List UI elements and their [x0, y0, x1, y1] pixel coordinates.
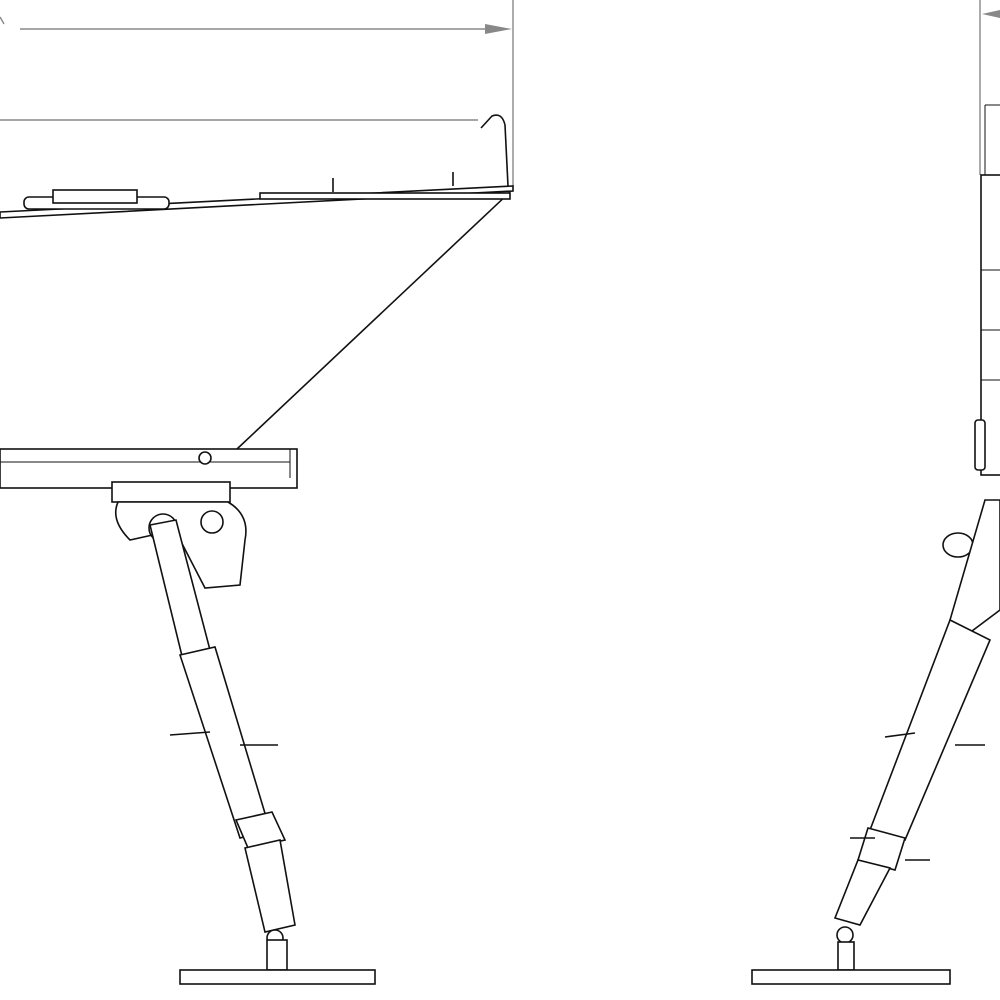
- dimension-arrow-right: [982, 10, 1000, 18]
- front-joint: [836, 926, 854, 944]
- front-leg-tube: [868, 618, 992, 841]
- leg-tube: [178, 646, 272, 839]
- side-view-hopper: [0, 114, 514, 489]
- front-view: [751, 104, 1000, 985]
- hopper-slope: [236, 191, 511, 450]
- lid-handle: [480, 114, 509, 187]
- front-foot-stem: [837, 941, 855, 971]
- front-hopper-side: [980, 174, 1000, 476]
- side-view-leg: [111, 481, 376, 985]
- dimension-arrow: [485, 24, 512, 34]
- pin: [884, 732, 916, 738]
- hole-icon: [200, 510, 224, 534]
- foot-plate: [179, 969, 376, 985]
- front-leg-lower: [833, 859, 892, 926]
- dimension-lines: [0, 0, 1000, 186]
- pull-ring: [942, 532, 974, 558]
- front-bracket: [949, 499, 1000, 642]
- leg-collar: [234, 811, 287, 849]
- mount-bracket: [111, 481, 231, 503]
- front-foot-plate: [751, 969, 951, 985]
- foot-stem: [266, 939, 288, 971]
- dimension-arrow-left: [0, 16, 5, 25]
- screw-icon: [198, 451, 212, 465]
- lid-strip: [259, 192, 511, 200]
- pin: [169, 731, 211, 736]
- leg-lower-tube: [244, 839, 296, 933]
- front-hinge: [974, 419, 986, 471]
- hinge-plate: [52, 189, 138, 204]
